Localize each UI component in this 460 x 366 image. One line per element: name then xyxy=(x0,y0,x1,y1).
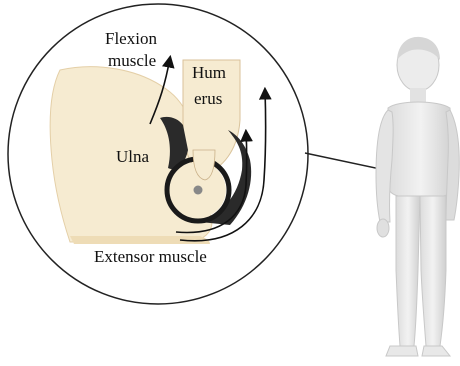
extensor-label: Extensor muscle xyxy=(94,247,207,266)
flexion-label-line1: Flexion xyxy=(105,29,157,48)
magnified-elbow xyxy=(50,60,251,244)
figure-right-arm xyxy=(446,110,459,220)
figure-right-foot xyxy=(422,346,450,356)
figure-torso xyxy=(388,102,454,198)
flexion-label-line2: muscle xyxy=(108,51,156,70)
figure-left-foot xyxy=(386,346,418,356)
human-figure xyxy=(376,37,459,356)
joint-pivot xyxy=(194,186,203,195)
humerus-label-line1: Hum xyxy=(192,63,226,82)
figure-right-leg xyxy=(420,196,446,346)
humerus-label-line2: erus xyxy=(194,89,222,108)
figure-left-arm xyxy=(376,110,393,222)
figure-left-hand xyxy=(377,219,389,237)
ulna-label: Ulna xyxy=(116,147,150,166)
connector-line xyxy=(305,153,385,170)
figure-left-leg xyxy=(396,196,420,346)
